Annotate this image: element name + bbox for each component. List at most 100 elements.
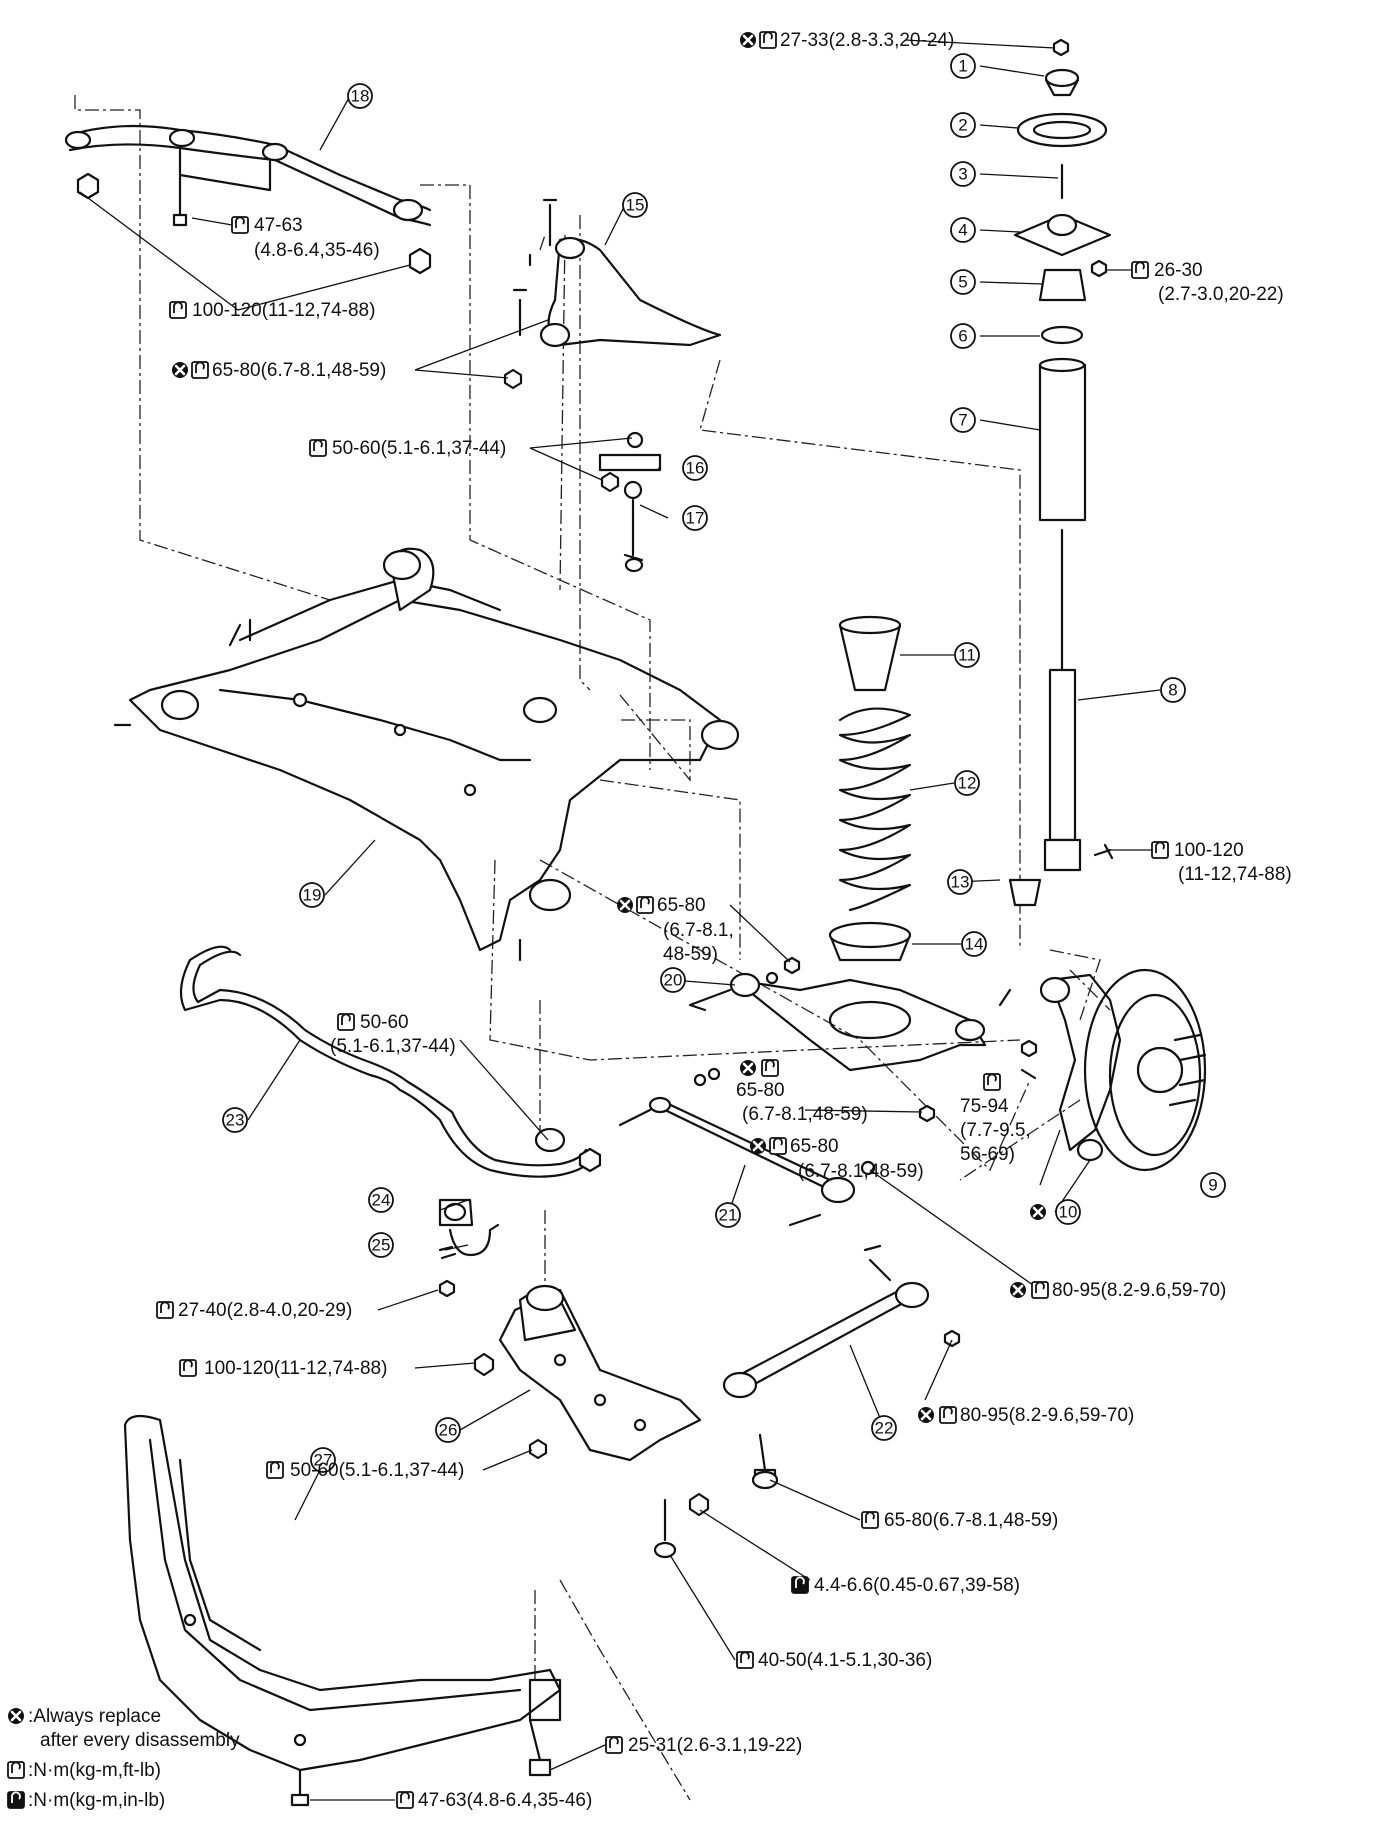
part-18-upper-bar: [64, 124, 432, 275]
svg-text:10: 10: [1059, 1203, 1078, 1222]
svg-text:100-120(11-12,74-88): 100-120(11-12,74-88): [204, 1358, 387, 1379]
callout-2: 2: [950, 112, 976, 138]
torque-50-stabilizer: 50-60 (5.1-6.1,37-44): [330, 1012, 456, 1057]
svg-text:23: 23: [226, 1111, 245, 1130]
svg-text:13: 13: [951, 873, 970, 892]
svg-text:50-60: 50-60: [360, 1012, 409, 1033]
svg-text:(11-12,74-88): (11-12,74-88): [1178, 864, 1292, 885]
legend-wrench-in-icon: [7, 1791, 25, 1809]
callout-22: 22: [871, 1415, 897, 1441]
svg-text:21: 21: [719, 1206, 738, 1225]
svg-text:17: 17: [686, 509, 705, 528]
legend: :Always replace after every disassembly …: [6, 1706, 240, 1811]
svg-text:24: 24: [372, 1191, 391, 1210]
part-16-17-stabilizer-link: [598, 431, 662, 573]
torque-member-bolt: 47-63 (4.8-6.4,35-46): [231, 215, 380, 261]
part-23-stabilizer-bar: [179, 945, 602, 1178]
callout-20: 20: [660, 967, 686, 993]
callout-15: 15: [622, 192, 648, 218]
svg-text:27-33(2.8-3.3,20-24): 27-33(2.8-3.3,20-24): [780, 30, 954, 51]
svg-text:50-60(5.1-6.1,37-44): 50-60(5.1-6.1,37-44): [290, 1460, 464, 1481]
torque-65-mid: 65-80 (6.7-8.1,48-59): [736, 1058, 868, 1125]
svg-text:75-94: 75-94: [960, 1096, 1009, 1117]
svg-text:(5.1-6.1,37-44): (5.1-6.1,37-44): [330, 1036, 456, 1057]
svg-text:27-40(2.8-4.0,20-29): 27-40(2.8-4.0,20-29): [178, 1300, 352, 1321]
svg-text:26-30: 26-30: [1154, 260, 1203, 281]
legend-replace-text-2: after every disassembly: [40, 1730, 240, 1751]
torque-65-bottom: 65-80(6.7-8.1,48-59): [861, 1510, 1058, 1531]
callout-21: 21: [715, 1202, 741, 1228]
svg-text:65-80: 65-80: [657, 895, 706, 916]
svg-text:80-95(8.2-9.6,59-70): 80-95(8.2-9.6,59-70): [960, 1405, 1134, 1426]
legend-wrench-ft-icon: [7, 1761, 25, 1779]
callout-25: 25: [368, 1232, 394, 1258]
callout-10: 10: [1055, 1199, 1081, 1225]
torque-mount: 26-30 (2.7-3.0,20-22): [1131, 260, 1284, 305]
torque-40-50: 40-50(4.1-5.1,30-36): [736, 1650, 932, 1671]
callout-11: 11: [954, 642, 980, 668]
torque-80-b: 80-95(8.2-9.6,59-70): [916, 1405, 1134, 1426]
svg-text:65-80: 65-80: [790, 1136, 839, 1157]
torque-25-31: 25-31(2.6-3.1,19-22): [605, 1735, 802, 1756]
svg-text:56-69): 56-69): [960, 1144, 1015, 1165]
svg-text:(6.7-8.1,48-59): (6.7-8.1,48-59): [798, 1161, 924, 1182]
legend-replace-text: :Always replace: [28, 1706, 161, 1727]
torque-shock-bolt: 100-120 (11-12,74-88): [1151, 840, 1292, 885]
part-15-upper-arm: [503, 198, 722, 390]
svg-text:25-31(2.6-3.1,19-22): 25-31(2.6-3.1,19-22): [628, 1735, 802, 1756]
svg-text:14: 14: [965, 935, 984, 954]
svg-text:2: 2: [958, 116, 967, 135]
assembly-guide-lines: [74, 95, 1111, 1801]
legend-nm-ft-text: :N·m(kg-m,ft-lb): [28, 1760, 161, 1781]
svg-text:22: 22: [875, 1419, 894, 1438]
svg-text:16: 16: [686, 459, 705, 478]
svg-text:65-80: 65-80: [736, 1080, 785, 1101]
svg-text:26: 26: [439, 1421, 458, 1440]
svg-text:50-60(5.1-6.1,37-44): 50-60(5.1-6.1,37-44): [332, 438, 506, 459]
part-26-diff-mount-member: [473, 1284, 710, 1559]
part-27-lower-frame: [123, 1414, 562, 1807]
svg-text:12: 12: [958, 774, 977, 793]
legend-nm-in-text: :N·m(kg-m,in-lb): [28, 1790, 165, 1811]
svg-text:11: 11: [958, 646, 976, 665]
part-19-suspension-member: [113, 547, 740, 962]
part-1-to-8-strut-assembly: [1013, 38, 1114, 872]
svg-text:1: 1: [958, 57, 967, 76]
callout-6: 6: [950, 323, 976, 349]
torque-100-lower: 100-120(11-12,74-88): [179, 1358, 387, 1379]
callout-4: 4: [950, 217, 976, 243]
callout-17: 17: [682, 505, 708, 531]
svg-text:15: 15: [626, 196, 645, 215]
part-11-to-14-coil-spring: [828, 615, 1042, 962]
part-22-upper-link: [722, 1244, 961, 1490]
svg-text:65-80(6.7-8.1,48-59): 65-80(6.7-8.1,48-59): [212, 360, 386, 381]
svg-text:4.4-6.6(0.45-0.67,39-58): 4.4-6.6(0.45-0.67,39-58): [814, 1575, 1020, 1596]
svg-text:47-63(4.8-6.4,35-46): 47-63(4.8-6.4,35-46): [418, 1790, 592, 1811]
svg-text:25: 25: [372, 1236, 391, 1255]
callout-27: 27: [310, 1447, 336, 1473]
callout-13: 13: [947, 869, 973, 895]
svg-text:27: 27: [314, 1451, 333, 1470]
svg-text:7: 7: [958, 411, 967, 430]
legend-replace-icon: [6, 1706, 26, 1726]
svg-text:8: 8: [1168, 681, 1177, 700]
svg-text:(6.7-8.1,48-59): (6.7-8.1,48-59): [742, 1104, 868, 1125]
callout-1: 1: [950, 53, 976, 79]
callout-18: 18: [347, 83, 373, 109]
svg-text:18: 18: [351, 87, 370, 106]
svg-text:20: 20: [664, 971, 683, 990]
svg-text:(6.7-8.1,: (6.7-8.1,: [663, 920, 734, 941]
svg-text:80-95(8.2-9.6,59-70): 80-95(8.2-9.6,59-70): [1052, 1280, 1226, 1301]
svg-text:(4.8-6.4,35-46): (4.8-6.4,35-46): [254, 240, 380, 261]
callout-26: 26: [435, 1417, 461, 1443]
callout-3: 3: [950, 161, 976, 187]
callout-14: 14: [961, 931, 987, 957]
torque-47-bottom: 47-63(4.8-6.4,35-46): [396, 1790, 592, 1811]
callout-markers: 1 2 3 4 5 6 7 8 9 10 11 12 13 14 15 16 1…: [222, 53, 1226, 1473]
callout-24: 24: [368, 1187, 394, 1213]
svg-text:47-63: 47-63: [254, 215, 303, 236]
torque-65-mid-2: 65-80 (6.7-8.1,48-59): [748, 1136, 924, 1182]
callout-19: 19: [299, 882, 325, 908]
torque-4-4: 4.4-6.6(0.45-0.67,39-58): [791, 1575, 1020, 1596]
